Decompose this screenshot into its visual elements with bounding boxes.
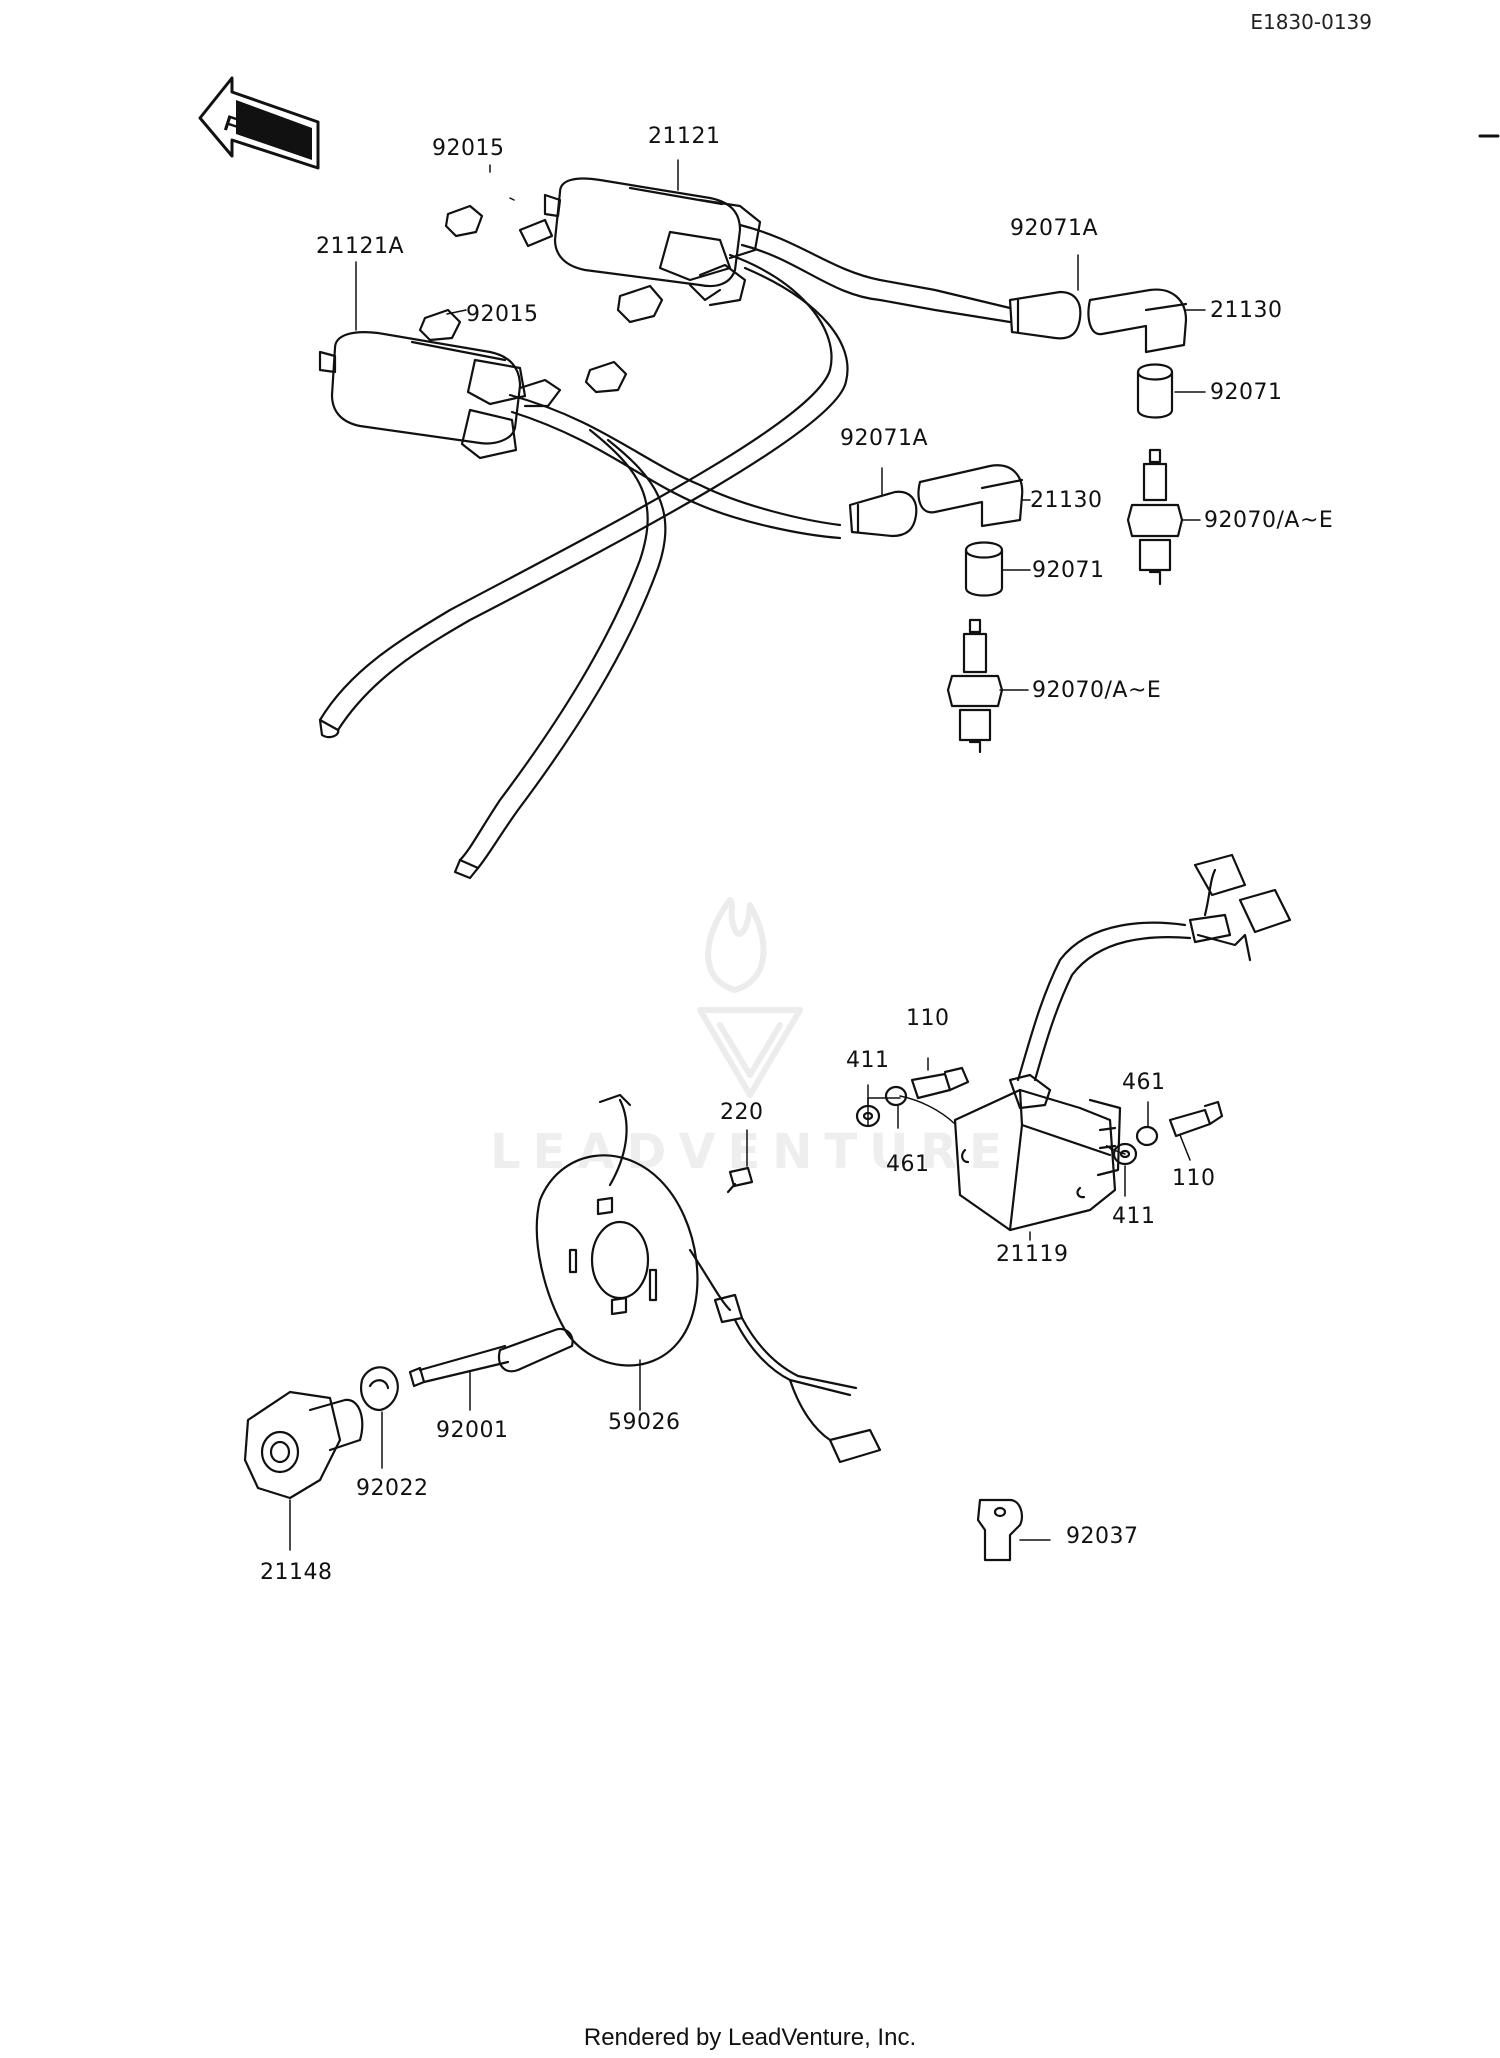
callout-92071a-mid: 92071A [840, 426, 929, 451]
washer-461-left [884, 1085, 908, 1107]
suppressor-92071-top [1136, 363, 1174, 419]
plug-cap-21130-top [1087, 288, 1188, 354]
callout-21119: 21119 [996, 1242, 1069, 1267]
watermark-logo [697, 897, 803, 1098]
clamp-92037 [976, 1498, 1024, 1562]
plug-cap-21130-mid [917, 464, 1024, 528]
callout-461-left: 461 [886, 1152, 930, 1177]
callout-220: 220 [720, 1100, 764, 1125]
callout-411-left: 411 [846, 1048, 890, 1073]
ic-igniter [953, 853, 1292, 1232]
primary-wire-1 [318, 253, 833, 722]
watermark-text: LEADVENTURE [490, 1124, 1014, 1180]
ignition-coil-lower [318, 308, 628, 460]
callout-92037: 92037 [1066, 1524, 1139, 1549]
spark-plug-mid [946, 618, 1004, 754]
bolt-110-left [910, 1066, 970, 1100]
callout-411-right: 411 [1112, 1204, 1156, 1229]
callout-92070-mid: 92070/A~E [1032, 678, 1162, 703]
callout-92022: 92022 [356, 1476, 429, 1501]
suppressor-92071-mid [964, 541, 1004, 597]
callout-92015-mid: 92015 [466, 302, 539, 327]
footer-credit: Rendered by LeadVenture, Inc. [583, 2024, 917, 2051]
callout-92071-mid: 92071 [1032, 558, 1105, 583]
ht-lead-upper [738, 223, 1012, 310]
callout-92070-right: 92070/A~E [1204, 508, 1334, 533]
washer-92022 [360, 1366, 399, 1412]
plug-cap-92071a-mid [848, 490, 918, 538]
bolt-92001 [408, 1327, 574, 1388]
callout-92001: 92001 [436, 1418, 509, 1443]
pickup-plate [535, 1093, 882, 1464]
washer-411-right [1112, 1142, 1138, 1166]
callout-21121a: 21121A [316, 234, 405, 259]
callout-92015-top: 92015 [432, 136, 505, 161]
callout-21130-top: 21130 [1210, 298, 1283, 323]
drawing-code: E1830-0139 [1250, 10, 1372, 34]
callout-92071a-top: 92071A [1010, 216, 1099, 241]
washer-461-right [1135, 1125, 1159, 1147]
timing-rotor [243, 1390, 364, 1500]
ht-lead-lower [508, 393, 842, 527]
callout-110-right: 110 [1172, 1166, 1216, 1191]
front-arrow-icon [198, 76, 320, 170]
callout-21121: 21121 [648, 124, 721, 149]
callout-461-right: 461 [1122, 1070, 1166, 1095]
screw-220 [726, 1166, 754, 1194]
callout-110-left: 110 [906, 1006, 950, 1031]
bolt-110-right [1168, 1100, 1224, 1138]
callout-92071-top: 92071 [1210, 380, 1283, 405]
callout-21130-mid: 21130 [1030, 488, 1103, 513]
callout-21148: 21148 [260, 1560, 333, 1585]
ignition-coil-upper [444, 177, 762, 324]
plug-cap-92071a-top [1008, 290, 1082, 340]
primary-wire-2 [458, 428, 649, 862]
spark-plug-right [1126, 448, 1184, 586]
callout-59026: 59026 [608, 1410, 681, 1435]
